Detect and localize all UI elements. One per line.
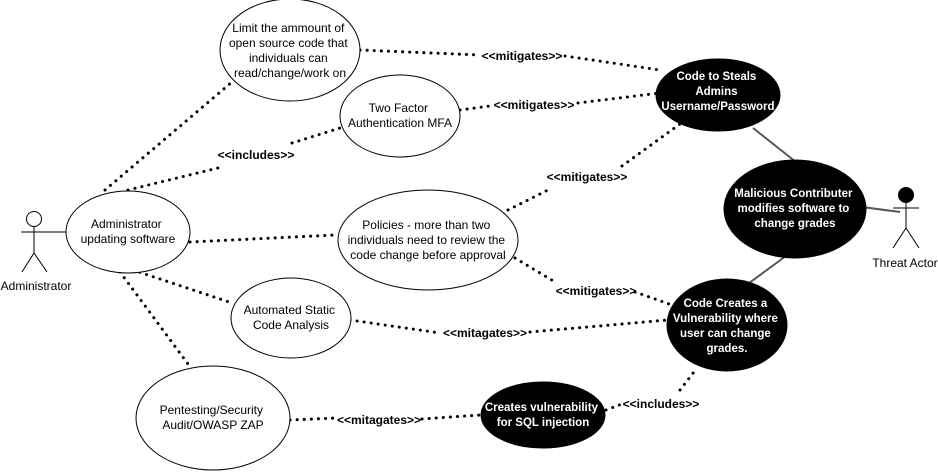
usecase-limit-open-source: Limit the ammount of open source code th… — [219, 0, 361, 102]
svg-text:Automated Static Code An: Automated Static Code Analysis — [244, 303, 339, 332]
svg-text:Administrator updating s: Administrator updating software — [81, 217, 176, 246]
relation-label-mitigates-limit: <<mitigates>> — [482, 49, 563, 63]
connector-pentest-to-mitagates2 — [288, 416, 338, 422]
connector-static-to-mitagates1 — [348, 318, 442, 335]
connector-mitigates1-to-steals — [563, 54, 662, 72]
svg-text:Pentesting/Security Audi: Pentesting/Security Audit/OWASP ZAP — [160, 403, 267, 432]
usecase-pentesting-audit: Pentesting/Security Audit/OWASP ZAP — [135, 365, 291, 471]
connector-mitigates3-to-steals — [620, 122, 682, 168]
threat-actor-head-icon — [898, 187, 914, 203]
svg-text:Creates vulnerability fo: Creates vulnerability for SQL injection — [485, 402, 601, 429]
usecase-sql-injection: Creates vulnerability for SQL injection — [480, 381, 606, 449]
svg-text:Code to Steals Admins: Code to Steals Admins Username/Password — [661, 71, 774, 113]
usecase-malicious-contributor: Malicious Contributer modifies software … — [723, 159, 867, 259]
administrator-label: Administrator — [1, 279, 72, 293]
relation-label-mitigates-mfa: <<mitigates>> — [494, 98, 575, 112]
connector-admin-to-static — [131, 268, 234, 305]
svg-text:Malicious Contributer mo: Malicious Contributer modifies software … — [734, 188, 855, 230]
relation-label-mitagates-static: <<mitagates>> — [443, 326, 527, 340]
connector-policies-to-mitigates4 — [513, 256, 557, 284]
connector-admin-to-policies — [188, 233, 337, 244]
relation-label-includes-sql: <<includes>> — [623, 397, 700, 411]
threat-actor: Threat Actor — [872, 187, 938, 270]
svg-text:Code Creates a Vulnerabi: Code Creates a Vulnerability where user … — [673, 298, 781, 355]
connector-includes2-to-vuln — [678, 366, 699, 392]
connector-admin-to-pentesting — [118, 270, 190, 366]
usecase-static-code-analysis: Automated Static Code Analysis — [230, 277, 352, 359]
connector-limit-to-mitigates1 — [358, 48, 482, 57]
connector-admin-to-limit — [103, 80, 234, 192]
connector-mitigates2-to-steals — [576, 90, 670, 105]
svg-text:Limit the ammount of ope: Limit the ammount of open source code th… — [229, 21, 351, 80]
connector-mitagates2-to-sql — [420, 413, 482, 421]
usecase-admin-updating-software: Administrator updating software — [65, 190, 191, 274]
relation-label-mitigates-vulnerability: <<mitigates>> — [556, 284, 637, 298]
relation-label-includes-mfa: <<includes>> — [218, 148, 295, 162]
usecase-policies-review: Policies - more than two individuals nee… — [337, 189, 519, 291]
association-steals-to-malicious — [752, 127, 797, 163]
relation-label-mitigates-policies: <<mitigates>> — [547, 170, 628, 184]
connector-mfa-to-mitigates2 — [458, 104, 492, 112]
association-malicious-to-threat-actor — [861, 206, 901, 213]
usecase-two-factor-mfa: Two Factor Authentication MFA — [339, 74, 461, 158]
connector-mitigates4-to-vuln — [633, 290, 674, 307]
connector-includes-to-mfa — [290, 126, 342, 145]
administrator-head-icon — [26, 211, 42, 227]
threat-actor-label: Threat Actor — [872, 256, 937, 270]
association-vuln-to-malicious — [744, 255, 787, 287]
administrator-actor: Administrator — [1, 211, 72, 293]
svg-text:Two Factor Authenticatio: Two Factor Authentication MFA — [348, 101, 452, 130]
connector-sql-to-includes2 — [604, 402, 624, 412]
relation-label-mitagates-pentesting: <<mitagates>> — [337, 413, 421, 427]
connector-policies-to-mitigates3 — [506, 188, 550, 212]
usecase-code-steals-credentials: Code to Steals Admins Username/Password — [655, 58, 781, 132]
connector-admin-to-includes-label — [126, 165, 224, 192]
svg-text:Policies - more than two: Policies - more than two individuals nee… — [348, 218, 509, 262]
usecase-code-creates-vulnerability: Code Creates a Vulnerability where user … — [666, 278, 788, 372]
connector-mitagates1-to-vuln — [528, 318, 670, 334]
